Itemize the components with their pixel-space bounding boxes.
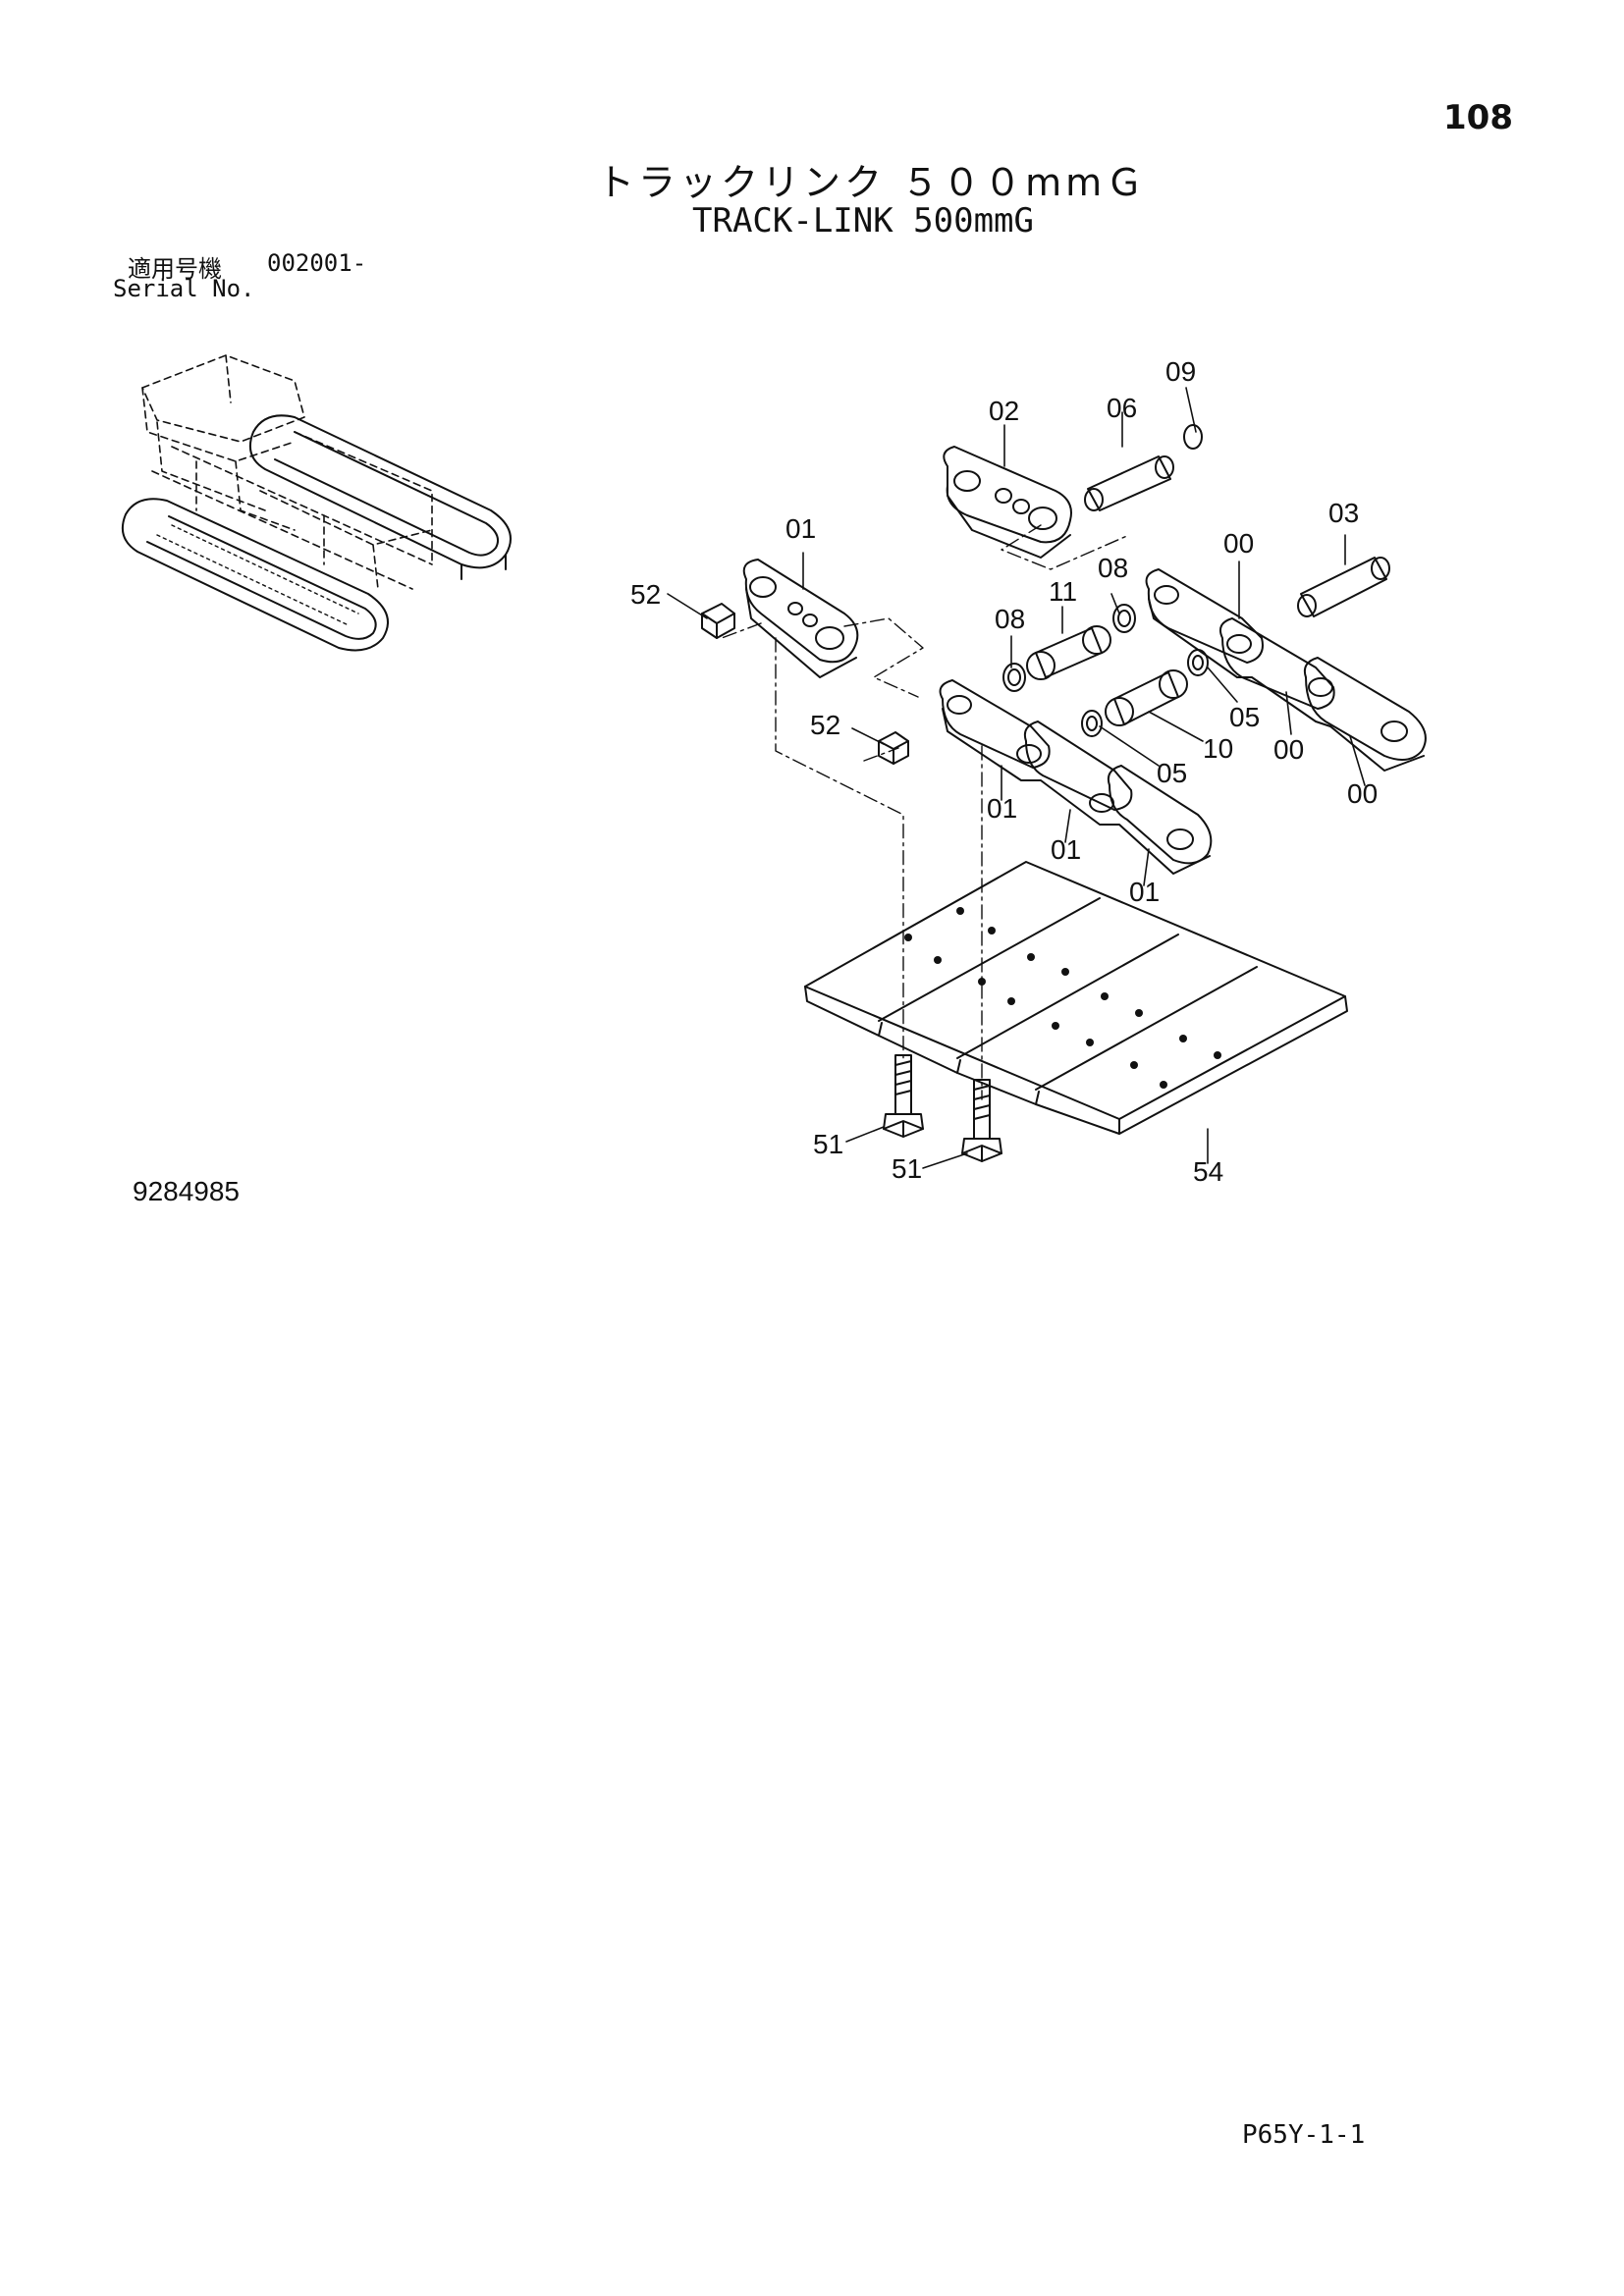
callout-10: 10 bbox=[1203, 733, 1233, 764]
part-01-track-link-left bbox=[742, 559, 859, 678]
part-10-bushing bbox=[1105, 669, 1188, 726]
callout-01-c: 01 bbox=[1129, 877, 1160, 907]
part-03-pin bbox=[1297, 557, 1390, 617]
part-05-ring-mid-inner bbox=[1086, 716, 1098, 731]
drawing-number: 9284985 bbox=[133, 1176, 241, 1206]
part-51-bolt-right bbox=[961, 1079, 1002, 1162]
callout-05-right: 05 bbox=[1229, 702, 1260, 732]
part-00-track-links bbox=[1145, 568, 1427, 772]
callout-52-top: 52 bbox=[630, 579, 661, 610]
callout-08-top: 08 bbox=[1098, 553, 1128, 583]
part-05-ring-right-inner bbox=[1192, 655, 1204, 670]
callout-03: 03 bbox=[1328, 498, 1359, 528]
callout-00-bottom: 00 bbox=[1347, 778, 1378, 809]
callout-08-mid: 08 bbox=[995, 604, 1025, 634]
part-06-pin bbox=[1084, 455, 1174, 511]
callout-01-b: 01 bbox=[1051, 834, 1081, 865]
page-title-japanese: トラックリンク ５００mmＧ bbox=[597, 161, 1148, 204]
callout-51-b: 51 bbox=[892, 1153, 922, 1184]
page-title-english: TRACK-LINK 500mmG bbox=[692, 201, 1034, 240]
callout-01-a: 01 bbox=[987, 793, 1017, 824]
callout-54: 54 bbox=[1193, 1156, 1223, 1187]
leader-lines bbox=[667, 387, 1366, 1169]
callout-06: 06 bbox=[1107, 393, 1137, 423]
part-05-ring-right bbox=[1187, 649, 1209, 676]
part-54-track-shoes bbox=[804, 861, 1348, 1135]
callout-00-top: 00 bbox=[1223, 528, 1254, 559]
part-08-seal-top bbox=[1112, 604, 1136, 633]
part-08-seal-mid-inner bbox=[1007, 668, 1021, 686]
callout-00-mid: 00 bbox=[1273, 734, 1304, 765]
part-52-nut-mid bbox=[878, 731, 909, 765]
part-05-ring-mid bbox=[1081, 710, 1103, 737]
serial-label-japanese: 適用号機 bbox=[128, 255, 222, 283]
part-09-snap-ring bbox=[1183, 424, 1203, 450]
callout-01-top: 01 bbox=[785, 513, 816, 544]
callout-labels: 02 06 09 03 01 00 08 52 11 08 05 52 10 0… bbox=[630, 356, 1378, 1187]
serial-number-range: 002001- bbox=[267, 249, 367, 277]
callout-09: 09 bbox=[1165, 356, 1196, 387]
machine-overview-thumbnail bbox=[122, 354, 512, 652]
part-08-seal-top-inner bbox=[1117, 610, 1131, 627]
callout-51-a: 51 bbox=[813, 1129, 843, 1159]
page-reference: P65Y-1-1 bbox=[1242, 2120, 1366, 2150]
page-number: 108 bbox=[1443, 98, 1513, 137]
part-02-track-link bbox=[943, 446, 1072, 559]
part-08-seal-mid bbox=[1002, 663, 1026, 692]
part-51-bolt-left bbox=[883, 1054, 924, 1138]
callout-11: 11 bbox=[1049, 576, 1077, 607]
serial-label-english: Serial No. bbox=[113, 275, 255, 302]
callout-02: 02 bbox=[989, 396, 1019, 426]
part-01-track-links-lower bbox=[939, 679, 1213, 875]
callout-52-mid: 52 bbox=[810, 710, 840, 740]
part-11-bushing bbox=[1026, 625, 1111, 680]
callout-05-mid: 05 bbox=[1157, 758, 1187, 788]
assembly-lines bbox=[721, 524, 1130, 1100]
part-52-nut-top bbox=[701, 603, 735, 639]
